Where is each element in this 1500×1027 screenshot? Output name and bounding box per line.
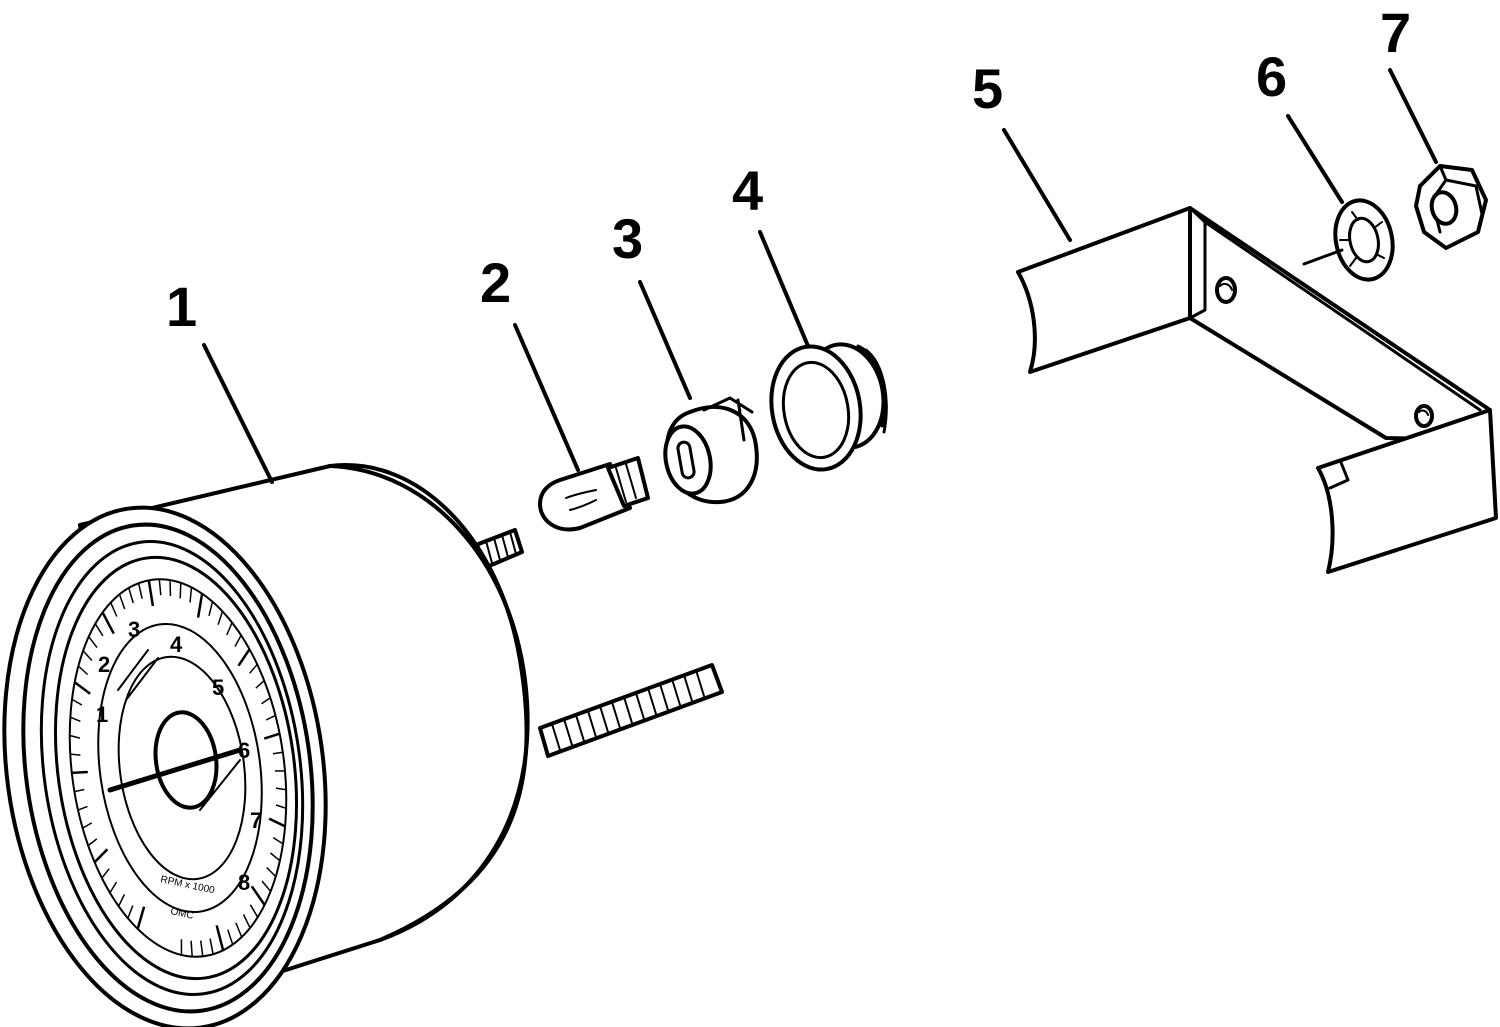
dial-tick <box>189 587 193 603</box>
dial-tick <box>272 751 283 755</box>
dial-tick <box>263 732 280 740</box>
dial-tick <box>249 904 259 918</box>
dial-brand-text: OMC <box>169 906 194 922</box>
leader-line-4 <box>758 230 810 348</box>
bulb-base <box>606 456 650 508</box>
dial-tick <box>215 925 225 951</box>
dial-tick <box>136 906 146 930</box>
dial-tick <box>101 868 110 879</box>
tachometer-needle <box>107 747 243 793</box>
callout-number-4: 4 <box>732 159 763 222</box>
dial-number-2: 2 <box>98 652 110 677</box>
dial-tick <box>269 852 281 862</box>
dial-tick <box>217 611 224 625</box>
dial-tick <box>234 634 242 647</box>
dial-tick <box>101 611 115 635</box>
dial-tick <box>137 583 143 599</box>
dial-number-5: 5 <box>212 675 224 700</box>
dial-tick <box>265 714 276 721</box>
callout-number-5: 5 <box>972 57 1003 120</box>
dial-tick <box>77 665 89 676</box>
dial-tick <box>147 580 155 607</box>
dial-tick <box>272 836 284 845</box>
dial-tick <box>70 753 81 756</box>
dial-tick <box>88 636 98 649</box>
dial-tick <box>158 579 162 596</box>
dial-tick <box>226 622 233 636</box>
dial-tick <box>74 788 85 793</box>
dial-tick <box>117 894 126 907</box>
dial-tick <box>179 582 182 599</box>
leader-line-6 <box>1286 114 1344 204</box>
dial-tick <box>261 880 272 892</box>
dial-tick <box>109 881 118 894</box>
leader-line-2 <box>513 323 580 472</box>
dial-tick <box>199 940 204 957</box>
dial-number-1: 1 <box>96 702 108 727</box>
dial-tick <box>77 805 88 811</box>
dial-tick <box>71 698 83 706</box>
leader-line-7 <box>1388 68 1438 164</box>
tachometer-dial: 1 2 3 4 5 6 7 8 RPM x 1000 OMC <box>53 555 299 981</box>
dial-tick <box>275 804 287 810</box>
dial-tick <box>268 817 286 828</box>
callout-number-6: 6 <box>1256 45 1287 108</box>
dial-tick <box>242 914 251 929</box>
dial-tick <box>70 716 81 722</box>
dial-tick <box>93 848 109 864</box>
dial-tick <box>127 905 134 919</box>
dial-tick <box>71 770 88 775</box>
dial-tick <box>235 922 243 938</box>
dial-tick <box>94 623 104 637</box>
dial-tick <box>118 594 126 610</box>
rubber-grommet <box>769 342 888 472</box>
callout-numbers: 1 2 3 4 5 6 7 <box>166 1 1411 338</box>
dial-tick <box>196 593 204 618</box>
dial-tick <box>69 734 81 739</box>
dial-tick <box>255 680 265 689</box>
dial-number-8: 8 <box>238 870 250 895</box>
callout-number-3: 3 <box>612 207 643 270</box>
callout-number-2: 2 <box>480 251 511 314</box>
dial-tick <box>266 866 277 878</box>
dial-tick <box>87 838 98 847</box>
dial-tick <box>208 601 214 616</box>
dial-tick <box>169 580 172 597</box>
bulb-socket <box>663 396 759 505</box>
dial-tick <box>82 650 93 662</box>
dial-tick <box>190 940 193 957</box>
hex-nut <box>1414 164 1488 250</box>
dial-number-4: 4 <box>170 632 183 657</box>
dial-tick <box>209 938 214 955</box>
dial-tick <box>249 663 258 674</box>
mounting-bracket <box>1016 206 1498 574</box>
dial-tick <box>250 885 266 906</box>
dial-number-7: 7 <box>250 808 262 833</box>
lamp-bulb <box>538 456 650 532</box>
leader-line-1 <box>202 343 274 484</box>
lock-washer <box>1302 198 1395 282</box>
dial-tick-marks <box>69 579 287 957</box>
leader-line-3 <box>638 280 692 400</box>
dial-tick <box>237 648 251 667</box>
dial-tick <box>261 697 271 705</box>
dial-tick <box>82 822 93 829</box>
dial-tick <box>128 587 134 604</box>
dial-tick <box>73 681 91 695</box>
callout-number-7: 7 <box>1380 1 1411 64</box>
tachometer-gauge: 1 2 3 4 5 6 7 8 RPM x 1000 OMC <box>2 463 724 1027</box>
dial-number-6: 6 <box>238 738 250 763</box>
dial-tick <box>110 602 118 617</box>
callout-leaders <box>202 68 1438 484</box>
leader-line-5 <box>1002 128 1072 242</box>
dial-number-3: 3 <box>128 617 140 642</box>
callout-number-1: 1 <box>166 275 197 338</box>
dial-tick <box>227 929 234 945</box>
dial-tick <box>275 787 287 791</box>
rear-stud-lower <box>538 663 724 758</box>
